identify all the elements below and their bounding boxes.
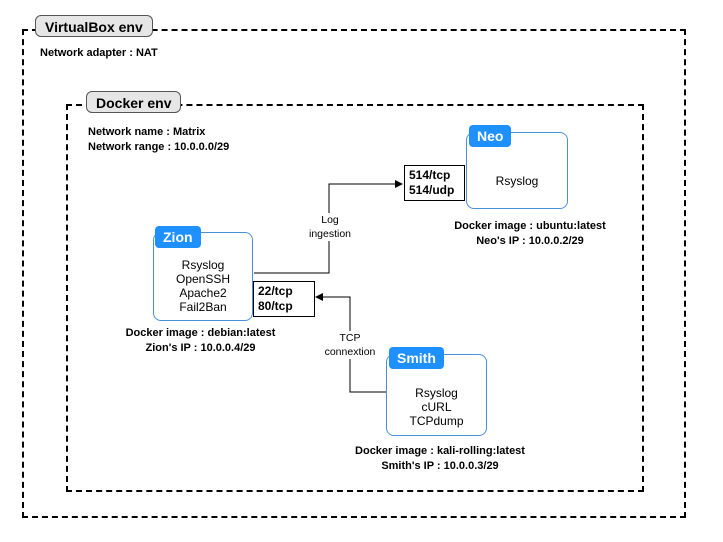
zion-name-badge: Zion — [155, 226, 201, 248]
zion-port: 80/tcp — [258, 299, 293, 313]
neo-service: Rsyslog — [495, 174, 539, 188]
smith-service: Rsyslog — [415, 386, 458, 400]
zion-docker-image: Docker image : debian:latest — [125, 327, 276, 339]
neo-port: 514/tcp — [409, 168, 451, 182]
docker-network-range: Network range : 10.0.0.0/29 — [88, 141, 230, 153]
neo-container[interactable] — [466, 132, 568, 209]
neo-ip: Neo's IP : 10.0.0.2/29 — [476, 235, 584, 247]
smith-name-badge: Smith — [389, 347, 444, 369]
tcp-connection-label: TCP connextion — [316, 331, 384, 359]
smith-services: Rsyslog cURL TCPdump — [386, 386, 487, 428]
neo-services: Rsyslog — [466, 174, 568, 188]
zion-ports: 22/tcp 80/tcp — [253, 281, 315, 317]
smith-details: Docker image : kali-rolling:latest Smith… — [320, 444, 560, 474]
zion-details: Docker image : debian:latest Zion's IP :… — [98, 326, 303, 356]
docker-env-title: Docker env — [86, 91, 182, 113]
docker-network-name: Network name : Matrix — [88, 126, 206, 138]
zion-services: Rsyslog OpenSSH Apache2 Fail2Ban — [153, 258, 253, 314]
zion-service: Fail2Ban — [179, 300, 227, 314]
docker-network-info: Network name : Matrix Network range : 10… — [88, 125, 229, 155]
smith-docker-image: Docker image : kali-rolling:latest — [355, 445, 525, 457]
neo-port: 514/udp — [409, 183, 455, 197]
tcp-label-line: connextion — [324, 346, 376, 358]
zion-ip: Zion's IP : 10.0.0.4/29 — [145, 342, 256, 354]
neo-docker-image: Docker image : ubuntu:latest — [454, 220, 606, 232]
docker-env-frame — [66, 104, 644, 492]
zion-service: Apache2 — [179, 286, 227, 300]
virtualbox-network-adapter: Network adapter : NAT — [40, 47, 158, 59]
tcp-label-line: TCP — [339, 332, 361, 344]
neo-name-badge: Neo — [469, 125, 512, 147]
smith-service: TCPdump — [409, 414, 464, 428]
neo-details: Docker image : ubuntu:latest Neo's IP : … — [420, 219, 640, 249]
log-label-line: ingestion — [308, 228, 352, 240]
log-ingestion-label: Log ingestion — [301, 213, 359, 241]
smith-service: cURL — [421, 400, 452, 414]
virtualbox-env-frame — [22, 29, 686, 518]
zion-port: 22/tcp — [258, 284, 293, 298]
zion-service: OpenSSH — [175, 272, 231, 286]
virtualbox-env-title: VirtualBox env — [35, 15, 153, 37]
smith-ip: Smith's IP : 10.0.0.3/29 — [381, 460, 499, 472]
log-label-line: Log — [321, 214, 339, 226]
zion-service: Rsyslog — [181, 258, 225, 272]
neo-ports: 514/tcp 514/udp — [404, 165, 465, 201]
